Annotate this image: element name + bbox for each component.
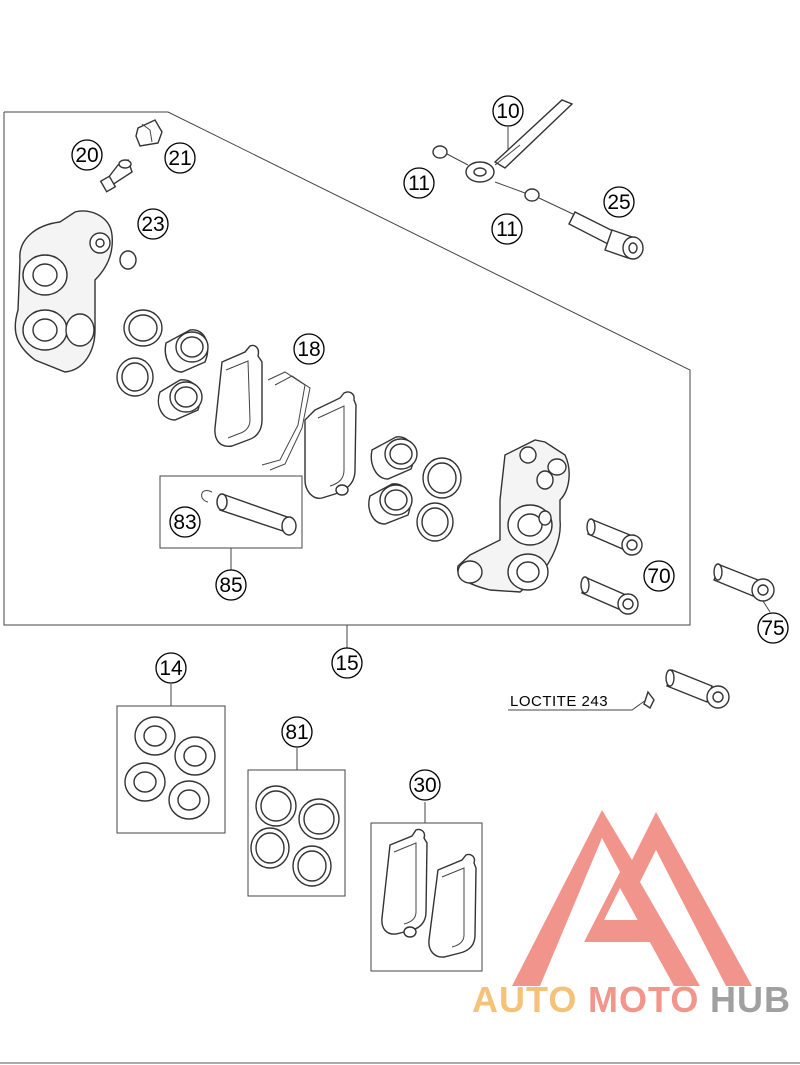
- loctite-note: LOCTITE 243: [510, 693, 608, 710]
- brake-pad-left: [214, 344, 263, 447]
- callout-25: 25: [603, 186, 635, 218]
- callout-18: 18: [293, 333, 325, 365]
- callout-81: 81: [281, 716, 313, 748]
- svg-text:20: 20: [75, 144, 98, 167]
- svg-text:14: 14: [159, 657, 183, 680]
- svg-text:11: 11: [496, 218, 518, 241]
- callout-15: 15: [331, 647, 363, 679]
- svg-text:83: 83: [173, 511, 196, 534]
- svg-text:25: 25: [607, 191, 630, 214]
- svg-text:23: 23: [141, 213, 164, 236]
- brake-pad-right: [304, 391, 357, 499]
- callout-85: 85: [215, 569, 247, 601]
- callout-23: 23: [137, 208, 169, 240]
- loctite-leader: [508, 699, 647, 711]
- brake-line: [465, 99, 574, 183]
- callout-21: 21: [164, 142, 196, 174]
- callout-70: 70: [643, 560, 675, 592]
- callout-14: 14: [155, 652, 187, 684]
- caliper-housing-right: [456, 439, 570, 593]
- washer-11-bottom: [524, 188, 540, 202]
- seals-right: [416, 457, 462, 542]
- callout-10: 10: [492, 95, 524, 127]
- o-ring-23: [119, 250, 137, 270]
- callout-11-top: 11: [403, 167, 435, 199]
- caliper-housing-left: [14, 210, 113, 373]
- svg-text:10: 10: [496, 100, 519, 123]
- loctite-bolt: [665, 669, 730, 709]
- svg-text:AUTO: AUTO: [472, 979, 577, 1020]
- pistons-right: [368, 436, 418, 525]
- svg-text:85: 85: [219, 574, 242, 597]
- guide-pin: [216, 493, 297, 536]
- pistons-left: [157, 329, 209, 421]
- svg-text:21: 21: [168, 147, 191, 170]
- svg-text:HUB: HUB: [710, 979, 791, 1020]
- watermark-logo: [512, 810, 752, 986]
- banjo-bolt: [568, 211, 644, 260]
- washer-11-top: [432, 145, 448, 159]
- svg-text:MOTO: MOTO: [588, 979, 699, 1020]
- bolt-70-top: [586, 518, 643, 556]
- pad-set: [381, 828, 477, 958]
- svg-text:75: 75: [761, 617, 784, 640]
- callout-11-bottom: 11: [491, 213, 523, 245]
- seals-left: [116, 309, 163, 397]
- seal-set: [250, 785, 340, 887]
- pad-spring: [261, 371, 311, 471]
- callout-20: 20: [71, 139, 103, 171]
- svg-text:30: 30: [413, 774, 436, 797]
- svg-text:15: 15: [335, 652, 358, 675]
- callout-30: 30: [409, 769, 441, 801]
- svg-text:70: 70: [647, 565, 670, 588]
- svg-text:18: 18: [297, 338, 320, 361]
- svg-text:11: 11: [408, 172, 430, 195]
- retaining-clip: [201, 490, 213, 503]
- group-30-box: [370, 822, 483, 972]
- watermark-wordmark: AUTO MOTO HUB: [472, 979, 791, 1020]
- callout-83: 83: [169, 506, 201, 538]
- callout-75: 75: [757, 612, 789, 644]
- bolt-75: [713, 563, 775, 602]
- bolt-70-bottom: [580, 576, 639, 615]
- svg-text:81: 81: [285, 721, 308, 744]
- bleeder-screw: [99, 159, 133, 193]
- assembly-15-outline: [3, 111, 691, 626]
- piston-set: [124, 716, 216, 820]
- bleeder-cap: [135, 119, 163, 147]
